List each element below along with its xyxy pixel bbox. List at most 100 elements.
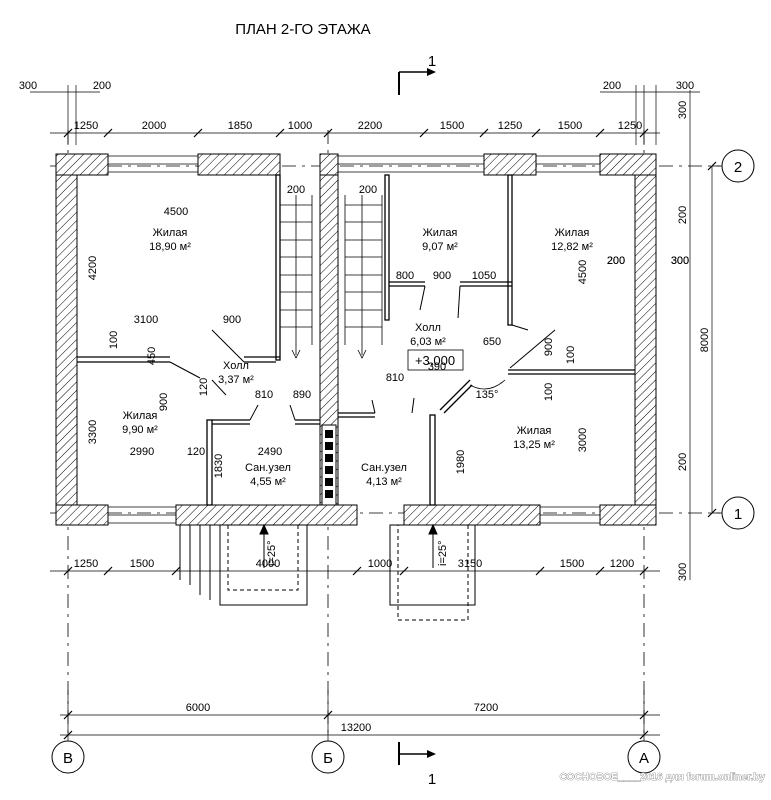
dim-label: 8000 (699, 328, 711, 352)
dim-label: 900 (158, 393, 170, 411)
room-labels: Жилая 18,90 м² Жилая 9,07 м² Жилая 12,82… (122, 227, 593, 488)
room-name: Жилая (123, 410, 158, 422)
dim-label: 2490 (258, 446, 282, 458)
dim-label: 1500 (560, 558, 584, 570)
axis-bubble-v (51, 740, 85, 774)
room-area: 9,90 м² (122, 424, 158, 436)
room-area: 18,90 м² (149, 241, 191, 253)
plan-title: ПЛАН 2-ГО ЭТАЖА (235, 21, 370, 38)
room-area: 9,07 м² (422, 241, 458, 253)
dim-label: 1500 (440, 120, 464, 132)
elevation-box (407, 349, 464, 371)
axis-bubble-a (627, 740, 661, 774)
dim-label: 1000 (368, 558, 392, 570)
dim-label: 100 (543, 383, 555, 401)
dim-label: 3300 (87, 420, 99, 444)
room-area: 6,03 м² (410, 336, 446, 348)
dim-label: 300 (19, 80, 37, 92)
room-name: Холл (415, 322, 441, 334)
dim-label: 1980 (455, 450, 467, 474)
dim-label: 900 (543, 338, 555, 356)
dim-label: 900 (223, 314, 241, 326)
dim-label: 200 (93, 80, 111, 92)
dim-label: 3150 (458, 558, 482, 570)
dim-label: 200 (607, 255, 625, 267)
dim-label: 1250 (74, 558, 98, 570)
axis-bubble-b (311, 740, 345, 774)
section-marker-top: 1 (398, 53, 436, 95)
room-name: Холл (223, 360, 249, 372)
axis-label: В (63, 750, 73, 767)
dim-label: 3100 (134, 314, 158, 326)
dim-label: 2990 (130, 446, 154, 458)
dim-label: 450 (146, 347, 158, 365)
dim-label: 2200 (358, 120, 382, 132)
dim-label: 1200 (610, 558, 634, 570)
section-label-bottom: 1 (428, 771, 436, 788)
axis-label: Б (323, 750, 333, 767)
dim-label: 1050 (472, 270, 496, 282)
dim-label: 300 (677, 101, 689, 119)
dim-label: 300 (671, 255, 689, 267)
dim-label: 100 (565, 346, 577, 364)
room-name: Сан.узел (361, 462, 407, 474)
walls (55, 153, 657, 526)
dim-label: 810 (255, 389, 273, 401)
dim-label: 4200 (87, 256, 99, 280)
axis-label: 1 (734, 506, 742, 523)
dim-label: 1250 (74, 120, 98, 132)
room-name: Жилая (153, 227, 188, 239)
porches (179, 524, 476, 621)
dim-label: 13200 (341, 722, 372, 734)
room-name: Жилая (517, 425, 552, 437)
dim-label: 1500 (130, 558, 154, 570)
dim-label: 390 (428, 361, 446, 373)
slope-label-right: i=25° (437, 540, 449, 566)
dim-label: 100 (108, 331, 120, 349)
section-marker-bottom: 1 (398, 742, 436, 788)
partitions (77, 174, 635, 506)
section-label-top: 1 (428, 53, 436, 70)
slope-arrows (259, 523, 438, 568)
room-area: 12,82 м² (551, 241, 593, 253)
dim-label: 1000 (288, 120, 312, 132)
room-name: Жилая (423, 227, 458, 239)
dim-label: 1250 (498, 120, 522, 132)
dim-label: 4500 (577, 260, 589, 284)
dim-label: 300 (671, 255, 689, 267)
dimension-ticks (63, 128, 717, 740)
axis-label: А (639, 750, 649, 767)
room-area: 4,13 м² (366, 476, 402, 488)
room-name: Сан.узел (245, 462, 291, 474)
dim-label: 200 (677, 206, 689, 224)
dim-label: 4500 (164, 206, 188, 218)
room-area: 4,55 м² (250, 476, 286, 488)
dim-label: 1250 (618, 120, 642, 132)
windows (108, 155, 600, 524)
dim-label: 200 (603, 80, 621, 92)
dim-label: 1850 (228, 120, 252, 132)
dim-label: 1830 (213, 454, 225, 478)
dim-label: 890 (293, 389, 311, 401)
angle-label: 135° (476, 389, 499, 401)
dim-label: 120 (198, 378, 210, 396)
angle-arc (469, 379, 506, 390)
dim-label: 300 (677, 563, 689, 581)
dim-label: 200 (677, 453, 689, 471)
interior-dims: 4500 4200 3100 900 100 450 200 200 800 9… (87, 184, 689, 478)
elevation-mark: +3.000 (415, 353, 455, 368)
dim-label: 1500 (558, 120, 582, 132)
dim-label: 810 (386, 372, 404, 384)
dim-label: 4000 (256, 558, 280, 570)
room-area: 3,37 м² (218, 374, 254, 386)
room-name: Жилая (555, 227, 590, 239)
dim-label: 7200 (474, 702, 498, 714)
tile-column (325, 430, 333, 498)
dim-label: 200 (287, 184, 305, 196)
room-area: 13,25 м² (513, 439, 555, 451)
dim-label: 2000 (142, 120, 166, 132)
dimension-lines (30, 85, 713, 745)
dim-label: 200 (359, 184, 377, 196)
dim-label: 3000 (577, 428, 589, 452)
dim-label: 800 (396, 270, 414, 282)
